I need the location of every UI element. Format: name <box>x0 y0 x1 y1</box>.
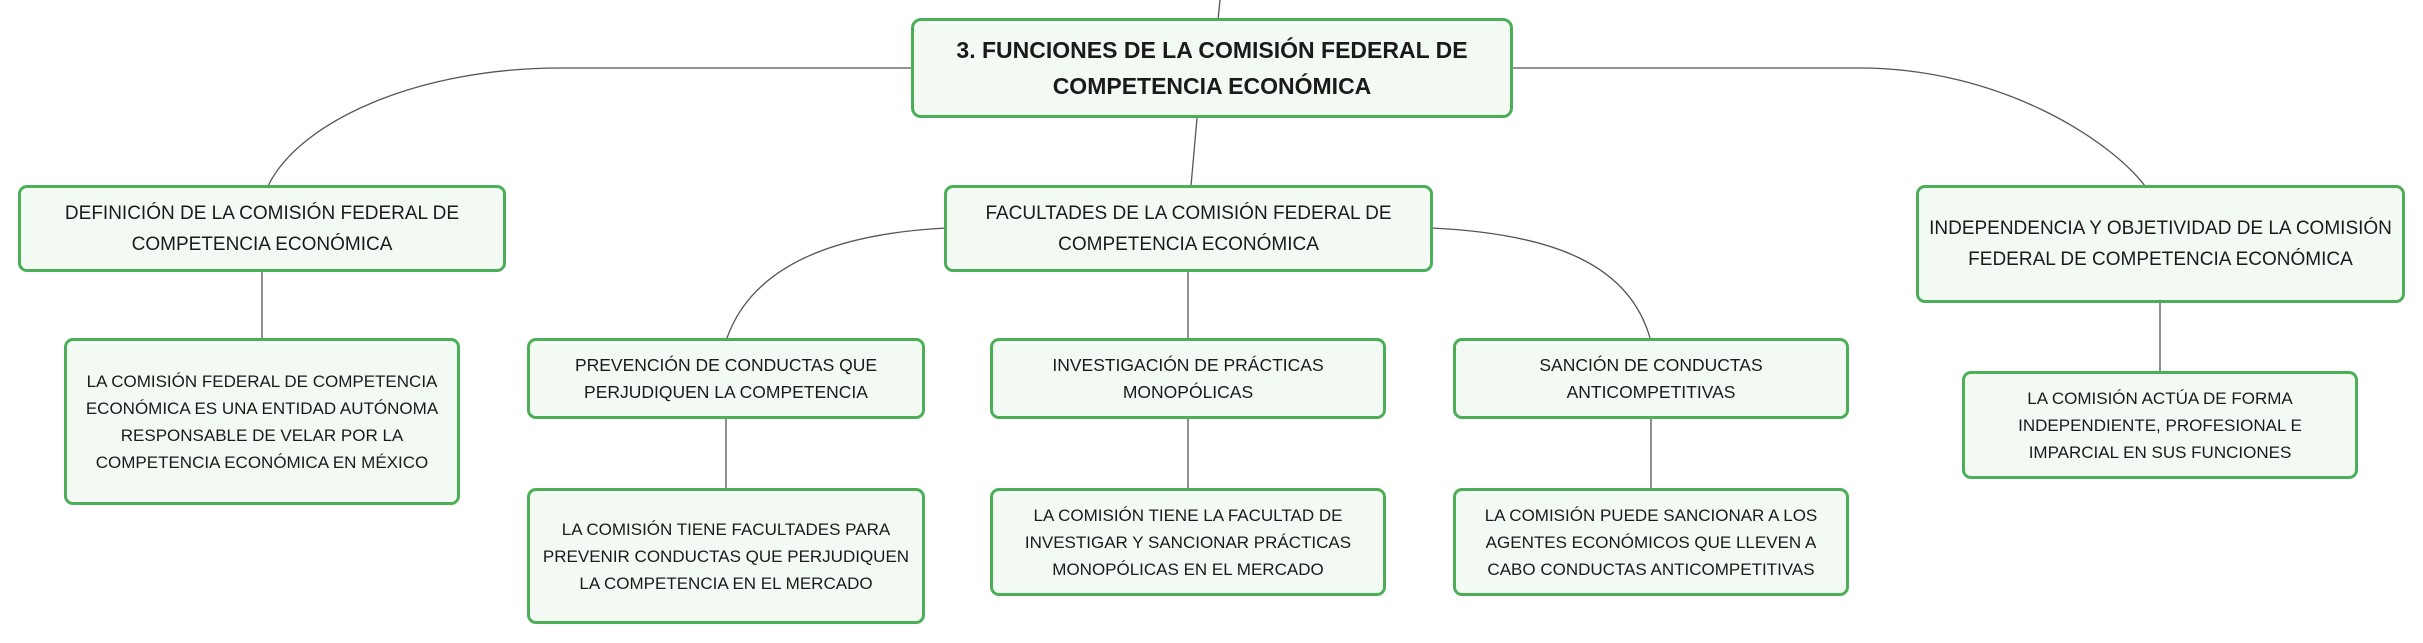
node-independencia-detail-label: LA COMISIÓN ACTÚA DE FORMA INDEPENDIENTE… <box>2018 388 2302 462</box>
node-prevencion-detail-label: LA COMISIÓN TIENE FACULTADES PARA PREVEN… <box>542 519 910 593</box>
node-prevencion-label: PREVENCIÓN DE CONDUCTAS QUE PERJUDIQUEN … <box>574 354 878 402</box>
root-node-label: 3. FUNCIONES DE LA COMISIÓN FEDERAL DE C… <box>956 37 1468 99</box>
node-facultades[interactable]: FACULTADES DE LA COMISIÓN FEDERAL DE COM… <box>944 185 1433 272</box>
connector-facultades-to-prevencion <box>726 227 947 339</box>
node-prevencion[interactable]: PREVENCIÓN DE CONDUCTAS QUE PERJUDIQUEN … <box>527 338 925 419</box>
node-independencia[interactable]: INDEPENDENCIA Y OBJETIVIDAD DE LA COMISI… <box>1916 185 2405 303</box>
node-sancion-label: SANCIÓN DE CONDUCTAS ANTICOMPETITIVAS <box>1539 354 1763 402</box>
node-investigacion[interactable]: INVESTIGACIÓN DE PRÁCTICAS MONOPÓLICAS <box>990 338 1386 419</box>
connector-root-to-independencia <box>1512 67 2146 187</box>
node-investigacion-detail[interactable]: LA COMISIÓN TIENE LA FACULTAD DE INVESTI… <box>990 488 1386 596</box>
node-sancion[interactable]: SANCIÓN DE CONDUCTAS ANTICOMPETITIVAS <box>1453 338 1849 419</box>
node-independencia-detail[interactable]: LA COMISIÓN ACTÚA DE FORMA INDEPENDIENTE… <box>1962 371 2358 479</box>
connector-root-to-definicion <box>267 67 912 187</box>
node-definicion-detail-label: LA COMISIÓN FEDERAL DE COMPETENCIA ECONÓ… <box>85 371 439 472</box>
connector-root-to-facultades <box>1190 117 1198 187</box>
node-facultades-label: FACULTADES DE LA COMISIÓN FEDERAL DE COM… <box>985 202 1392 255</box>
node-investigacion-label: INVESTIGACIÓN DE PRÁCTICAS MONOPÓLICAS <box>1052 354 1324 402</box>
node-definicion-detail[interactable]: LA COMISIÓN FEDERAL DE COMPETENCIA ECONÓ… <box>64 338 460 505</box>
node-independencia-label: INDEPENDENCIA Y OBJETIVIDAD DE LA COMISI… <box>1929 218 2392 270</box>
node-investigacion-detail-label: LA COMISIÓN TIENE LA FACULTAD DE INVESTI… <box>1024 505 1352 579</box>
node-sancion-detail-label: LA COMISIÓN PUEDE SANCIONAR A LOS AGENTE… <box>1484 505 1818 579</box>
node-prevencion-detail[interactable]: LA COMISIÓN TIENE FACULTADES PARA PREVEN… <box>527 488 925 624</box>
node-sancion-detail[interactable]: LA COMISIÓN PUEDE SANCIONAR A LOS AGENTE… <box>1453 488 1849 596</box>
connector-root-to-parent <box>1217 0 1221 21</box>
node-definicion[interactable]: DEFINICIÓN DE LA COMISIÓN FEDERAL DE COM… <box>18 185 506 272</box>
root-node[interactable]: 3. FUNCIONES DE LA COMISIÓN FEDERAL DE C… <box>911 18 1513 118</box>
connector-facultades-to-sancion <box>1430 227 1651 339</box>
node-definicion-label: DEFINICIÓN DE LA COMISIÓN FEDERAL DE COM… <box>64 202 460 255</box>
